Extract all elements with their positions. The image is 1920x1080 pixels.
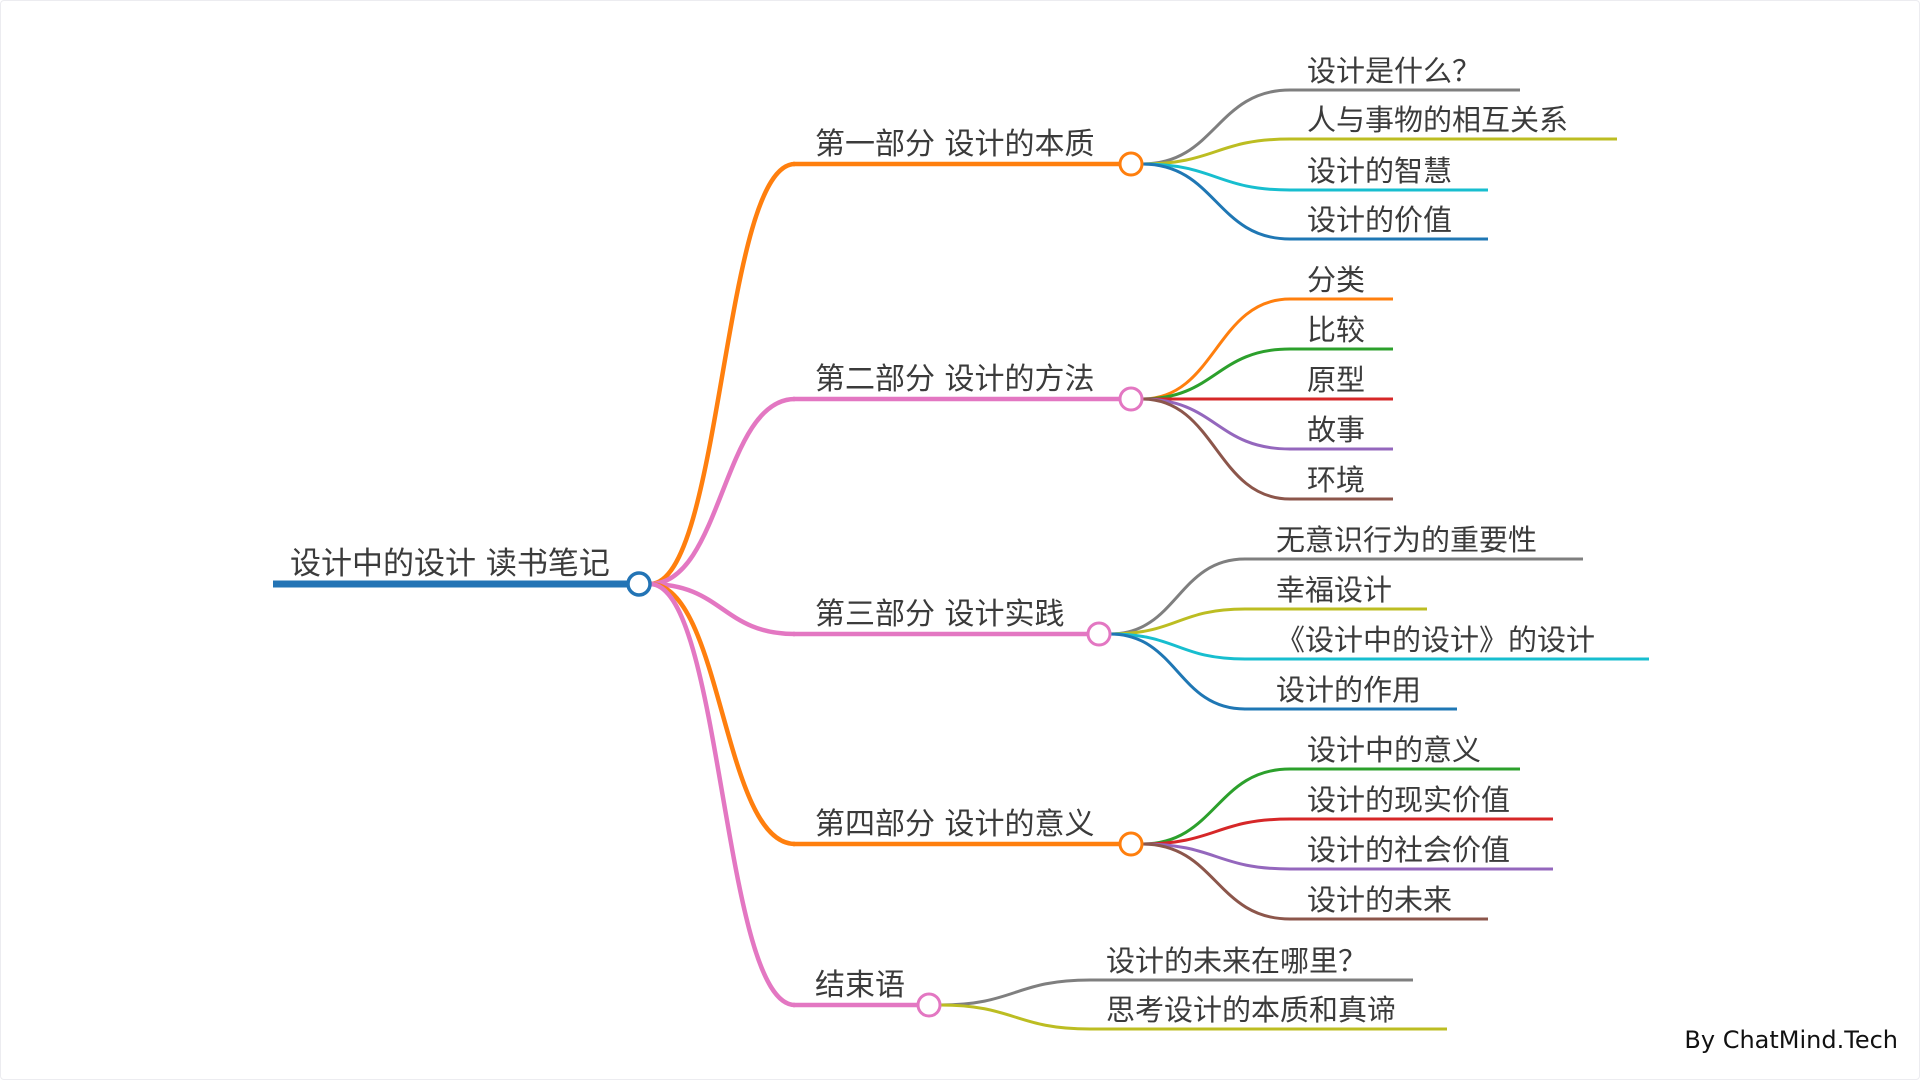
leaf-label[interactable]: 故事 [1307,413,1365,447]
leaf-connector [1109,607,1246,636]
leaf-label[interactable]: 设计的现实价值 [1307,783,1510,817]
leaf-label[interactable]: 幸福设计 [1276,573,1392,607]
leaf-connector [1109,632,1246,661]
leaf-label[interactable]: 设计的未来在哪里？ [1106,944,1367,978]
branch-label[interactable]: 结束语 [815,968,905,1003]
leaf-label[interactable]: 设计的智慧 [1307,154,1452,188]
leaf-label[interactable]: 设计的作用 [1276,673,1421,707]
branch-collapse-toggle[interactable] [1118,831,1144,857]
leaf-label[interactable]: 思考设计的本质和真谛 [1106,993,1396,1027]
leaf-connector [1141,397,1291,501]
branch-label[interactable]: 第三部分 设计实践 [815,597,1065,632]
leaf-label[interactable]: 设计的未来 [1307,883,1452,917]
leaf-connector [939,1003,1091,1031]
leaf-connector [1141,88,1291,166]
leaf-label[interactable]: 原型 [1307,363,1365,397]
branch-label[interactable]: 第一部分 设计的本质 [815,127,1095,162]
leaf-connector [1109,632,1246,711]
branch-collapse-toggle[interactable] [1086,621,1112,647]
branch-connector [649,161,796,587]
branch-label[interactable]: 第四部分 设计的意义 [815,807,1095,842]
leaf-connector [939,978,1091,1007]
branch-collapse-toggle[interactable] [1118,151,1144,177]
leaf-connector [1141,767,1291,846]
leaf-connector [1141,842,1291,871]
branch-connector [649,581,796,847]
leaf-connector [1141,842,1291,921]
leaf-label[interactable]: 环境 [1307,463,1365,497]
watermark: By ChatMind.Tech [1684,1026,1898,1054]
leaf-label[interactable]: 设计是什么？ [1307,54,1481,88]
branch-label[interactable]: 第二部分 设计的方法 [815,362,1095,397]
branch-collapse-toggle[interactable] [916,992,942,1018]
leaf-connector [1141,297,1291,401]
leaf-label[interactable]: 设计的社会价值 [1307,833,1510,867]
leaf-connector [1141,162,1291,241]
leaf-label[interactable]: 比较 [1307,313,1365,347]
leaf-connector [1109,557,1246,636]
leaf-label[interactable]: 人与事物的相互关系 [1307,103,1568,137]
leaf-connector [1141,397,1291,451]
branch-5: 结束语 设计的未来在哪里？ 思考设计的本质和真谛 [649,581,1447,1031]
branch-collapse-toggle[interactable] [1118,386,1144,412]
leaf-connector [1141,347,1291,401]
connectors: 第一部分 设计的本质 设计是什么？ 人与事物的相互关系设计的智慧设计的价值第二部分 … [273,54,1649,1031]
branch-connector [649,396,796,587]
root-collapse-toggle[interactable] [626,571,652,597]
nodes: 设计中的设计 读书笔记 [290,546,652,597]
leaf-label[interactable]: 无意识行为的重要性 [1276,523,1537,557]
root-node-label[interactable]: 设计中的设计 读书笔记 [290,546,610,582]
leaf-label[interactable]: 设计中的意义 [1307,733,1481,767]
leaf-label[interactable]: 《设计中的设计》的设计 [1276,623,1595,657]
branch-connector [649,581,796,1008]
branch-connector [649,581,796,637]
leaf-connector [1141,817,1291,846]
leaf-label[interactable]: 分类 [1307,263,1365,297]
leaf-connector [1141,137,1291,166]
leaf-connector [1141,162,1291,192]
leaf-label[interactable]: 设计的价值 [1307,203,1452,237]
